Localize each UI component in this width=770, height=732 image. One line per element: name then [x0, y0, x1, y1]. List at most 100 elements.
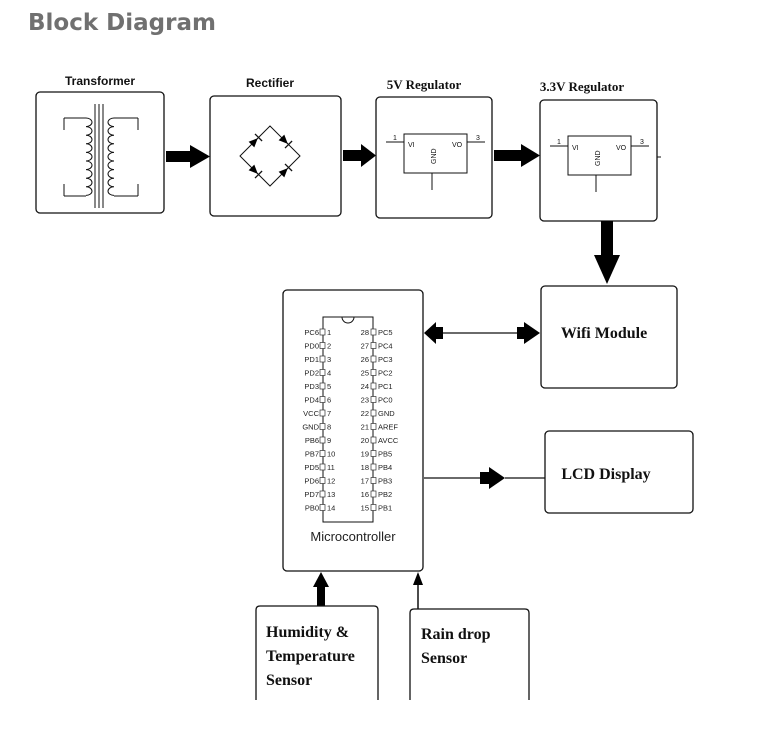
ic-pin-left: PD2 4 — [304, 369, 331, 378]
pin-name: PD2 — [304, 369, 319, 378]
ic-pin-left: PC6 1 — [304, 328, 331, 337]
pin-number: 27 — [361, 342, 369, 351]
pin-pad — [319, 355, 326, 363]
humidity-label-line2: Temperature — [266, 648, 355, 665]
pin-pad — [319, 463, 326, 471]
pin-pad — [370, 328, 377, 336]
ic-pin-left: PD6 12 — [304, 477, 335, 486]
pin-pad — [319, 436, 326, 444]
pin-name: VCC — [303, 409, 319, 418]
pin-pad — [319, 504, 326, 511]
pin-number: 4 — [327, 369, 331, 378]
pin-name: PD1 — [304, 355, 319, 364]
arrow-3v3-to-wifi — [594, 221, 620, 284]
pin-number: 18 — [361, 463, 369, 472]
pin-name: PD6 — [304, 477, 319, 486]
pin-pad — [319, 328, 326, 336]
rain-label-line2: Sensor — [421, 650, 467, 667]
rectifier-block: Rectifier — [209, 76, 342, 217]
pin-name: PC5 — [378, 328, 393, 337]
svg-text:1: 1 — [393, 135, 397, 142]
pin-pad — [370, 355, 377, 363]
lcd-display-box — [544, 430, 694, 514]
pin-name: PB5 — [378, 450, 392, 459]
pin-name: PC1 — [378, 382, 393, 391]
humidity-sensor-box — [255, 605, 379, 700]
svg-text:3: 3 — [640, 139, 644, 146]
arrow-micro-wifi-bidirectional — [424, 322, 540, 344]
arrow-rain-to-micro — [413, 572, 423, 610]
wifi-module-block: Wifi Module — [540, 285, 678, 389]
microcontroller-label: Microcontroller — [310, 529, 396, 544]
pin-number: 11 — [327, 463, 335, 472]
pin-name: PC6 — [304, 328, 319, 337]
svg-text:GND: GND — [431, 148, 438, 164]
pin-name: PB2 — [378, 490, 392, 499]
ic-pin-right: 18 PB4 — [361, 463, 393, 472]
humidity-label-line3: Sensor — [266, 672, 312, 689]
pin-name: PD3 — [304, 382, 319, 391]
microcontroller-box — [282, 289, 424, 572]
pin-pad — [319, 450, 326, 457]
pin-number: 16 — [361, 490, 369, 499]
pin-pad — [370, 450, 377, 457]
pin-pad — [370, 423, 377, 430]
regulator-5v-box — [375, 96, 493, 219]
pin-number: 19 — [361, 450, 369, 459]
regulator-3v3-label: 3.3V Regulator — [540, 79, 624, 94]
ic-pin-right: 19 PB5 — [361, 450, 393, 459]
pin-pad — [370, 477, 377, 484]
ic-pin-right: 16 PB2 — [361, 490, 393, 499]
pin-name: PB4 — [378, 463, 392, 472]
pin-name: PC0 — [378, 396, 393, 405]
pin-pad — [319, 342, 326, 349]
regulator-5v-chip-icon: 1 3 VI VO GND — [386, 133, 485, 190]
transformer-label: Transformer — [65, 74, 135, 88]
pin-name: PB3 — [378, 477, 392, 486]
svg-text:VI: VI — [408, 142, 415, 149]
ic-notch-icon — [341, 316, 355, 324]
pin-pad — [370, 409, 377, 417]
pin-number: 12 — [327, 477, 335, 486]
pin-name: PD0 — [304, 342, 319, 351]
pin-number: 5 — [327, 382, 331, 391]
arrow-5v-to-3v3-regulator — [494, 144, 540, 167]
pin-number: 17 — [361, 477, 369, 486]
svg-text:1: 1 — [557, 139, 561, 146]
pin-number: 7 — [327, 409, 331, 418]
pin-number: 1 — [327, 328, 331, 337]
transformer-block: Transformer — [35, 74, 165, 214]
pin-name: PC2 — [378, 369, 393, 378]
pin-name: PD4 — [304, 396, 319, 405]
pin-pad — [370, 382, 377, 390]
svg-text:VO: VO — [616, 145, 627, 152]
regulator-3v3-block: 3.3V Regulator 1 3 VI VO GND — [539, 79, 661, 222]
transformer-symbol-icon — [63, 104, 139, 208]
page-title: Block Diagram — [28, 10, 216, 36]
pin-pad — [319, 477, 326, 484]
lcd-display-label: LCD Display — [561, 466, 650, 483]
pin-pad — [370, 342, 377, 349]
regulator-3v3-chip-icon: 1 3 VI VO GND — [550, 135, 661, 192]
pin-number: 8 — [327, 423, 331, 432]
ic-pin-left: PD3 5 — [304, 382, 331, 391]
pin-pad — [319, 396, 326, 403]
transformer-box — [35, 91, 165, 214]
pin-number: 9 — [327, 436, 331, 445]
pin-number: 25 — [361, 369, 369, 378]
